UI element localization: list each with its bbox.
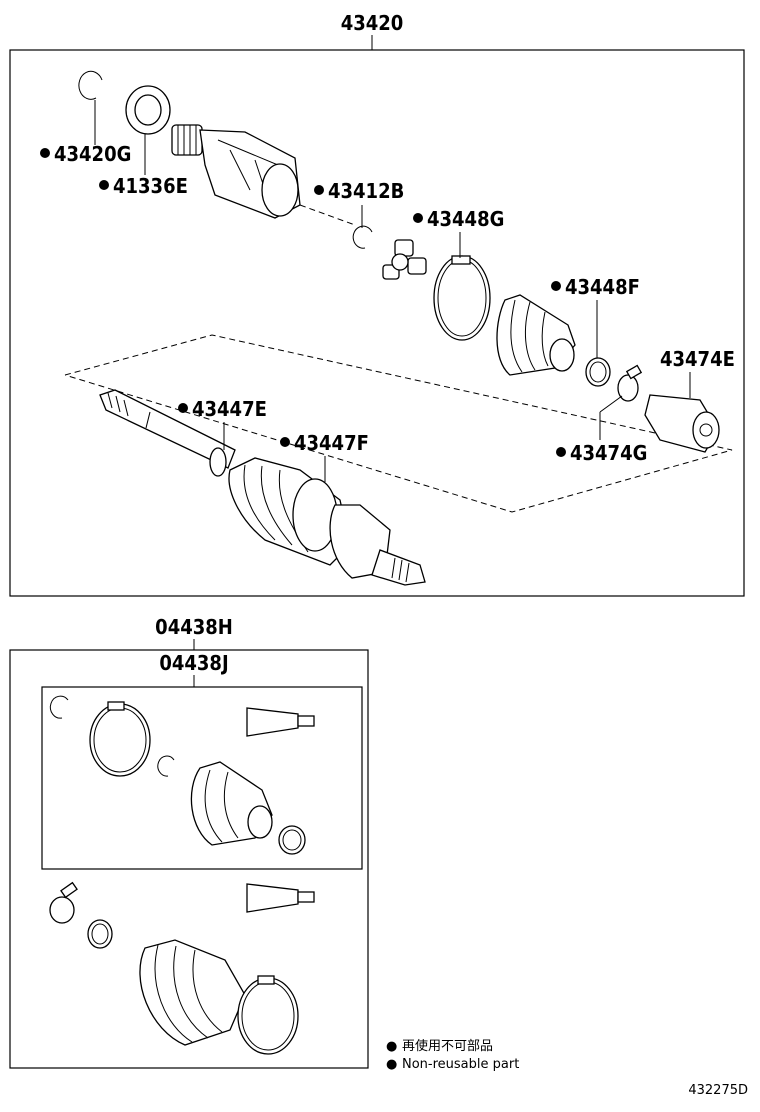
boot-clamp-large-part [433, 255, 491, 341]
svg-text:43447F: 43447F [294, 431, 369, 455]
kit-snap-ring [49, 695, 69, 719]
kit-grease-tube-2 [246, 883, 315, 913]
svg-text:43420G: 43420G [54, 142, 131, 166]
legend-non-reusable-jp: ● 再使用不可部品 [386, 1038, 493, 1054]
svg-text:43448F: 43448F [565, 275, 640, 299]
svg-text:43447E: 43447E [192, 397, 267, 421]
outer-boot-part [228, 457, 426, 586]
kit-part-number-j: 04438J [159, 651, 228, 675]
legend-non-reusable-en: ● Non-reusable part [386, 1057, 519, 1072]
svg-text:43474G: 43474G [570, 441, 647, 465]
kit-large-clamp [89, 701, 151, 777]
svg-text:41336E: 41336E [113, 174, 188, 198]
svg-text:43412B: 43412B [328, 179, 404, 203]
part-label-43448F: 43448F [551, 275, 640, 299]
drive-shaft-part [99, 389, 236, 477]
part-label-43447E: 43447E [178, 397, 267, 421]
svg-text:Non-reusable part: Non-reusable part [402, 1057, 519, 1072]
kit-part-number-h: 04438H [155, 615, 233, 639]
svg-text:●: ● [386, 1039, 397, 1054]
svg-text:再使用不可部品: 再使用不可部品 [402, 1038, 493, 1054]
assembly-part-number: 43420 [341, 11, 404, 35]
kit-small-clamp-2 [87, 919, 113, 949]
part-label-41336E: 41336E [99, 174, 188, 198]
kit-circlip [157, 755, 175, 777]
kit-outer-boot [139, 939, 246, 1046]
part-label-43412B: 43412B [314, 179, 404, 203]
diagram-code: 432275D [688, 1083, 748, 1098]
part-label-43474E: 43474E [660, 347, 735, 371]
dynamic-damper-part [644, 394, 720, 453]
assembly-frame [9, 49, 745, 597]
kit-inner-frame [41, 686, 363, 870]
circlip-part [352, 225, 373, 249]
kit-damper-clamp [49, 881, 78, 924]
damper-clamp-part [617, 364, 643, 402]
kit-frame [9, 649, 369, 1069]
kit-grease-tube [246, 707, 315, 737]
kit-inner-boot [190, 761, 273, 846]
kit-small-clamp [278, 825, 306, 855]
part-label-43474G: 43474G [556, 441, 647, 465]
part-label-43447F: 43447F [280, 431, 369, 455]
snap-ring-part [78, 70, 103, 100]
dust-seal-part [125, 85, 171, 135]
svg-text:43448G: 43448G [427, 207, 504, 231]
part-label-43448G: 43448G [413, 207, 504, 231]
inner-boot-part [496, 294, 576, 376]
dashed-group-outline [64, 334, 733, 513]
part-label-43420G: 43420G [40, 142, 131, 166]
svg-text:●: ● [386, 1057, 397, 1072]
kit-large-clamp-2 [237, 975, 299, 1055]
boot-clamp-small-part [585, 357, 611, 387]
tripod-part [382, 239, 427, 280]
joint-housing-part [171, 124, 301, 219]
